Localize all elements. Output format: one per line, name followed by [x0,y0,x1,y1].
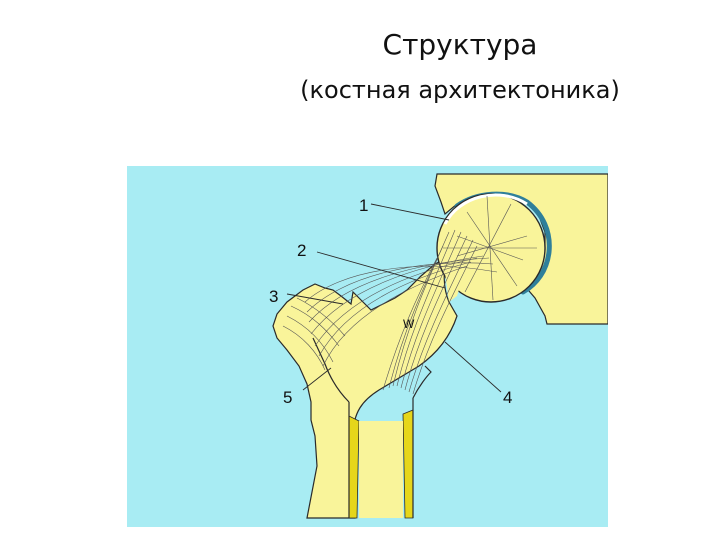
leader-3 [286,293,344,305]
leader-2 [316,251,446,289]
lesser-trochanter [412,365,432,399]
leader-lines [286,203,502,393]
leader-5 [302,367,332,391]
leader-4 [444,341,502,393]
trabecular-lines [282,195,537,395]
medullary-cavity [359,421,403,518]
label-3: 3 [269,287,278,306]
diagram-canvas: 1 2 3 4 5 W [127,166,608,527]
femur-architecture-diagram: 1 2 3 4 5 W [127,166,608,527]
cortex-right [402,409,414,519]
cortex-left [348,415,360,519]
leader-1 [370,203,450,221]
head-cartilage-rim [443,193,528,225]
label-w: W [403,317,415,331]
label-1: 1 [359,196,368,215]
label-4: 4 [503,388,512,407]
slide-subtitle: (костная архитектоника) [300,76,620,104]
label-2: 2 [297,241,306,260]
shaft-lateral-flare [312,337,350,403]
slide-title: Структура [382,28,538,61]
label-5: 5 [283,388,292,407]
